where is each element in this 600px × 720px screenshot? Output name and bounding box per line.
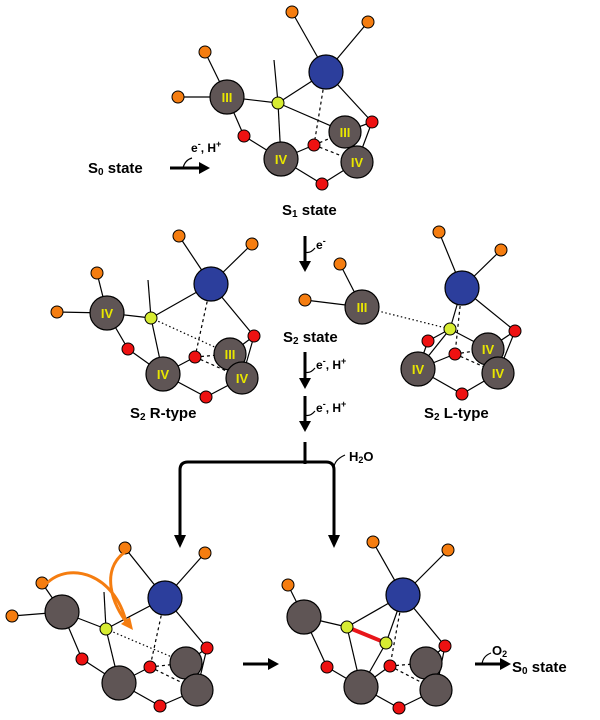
orange-arrowhead <box>121 617 133 630</box>
l-type-mn3-oxidation: IV <box>482 342 495 357</box>
orange-curved-arrow-2 <box>109 550 130 625</box>
s1-mn3-oxidation: IV <box>275 152 288 167</box>
o2-release-arrowhead <box>500 658 511 670</box>
l-type-mn1-oxidation: III <box>357 300 368 315</box>
s1-branch-curl <box>304 247 316 254</box>
s3-branch-curl <box>304 410 316 417</box>
orange-curved-arrow-1 <box>44 571 128 623</box>
r-type-mn1-oxidation: IV <box>101 306 114 321</box>
s2-l-type-label: S2 L-type <box>424 405 489 423</box>
r-type-mn4-oxidation: IV <box>236 371 249 386</box>
water-curl <box>333 454 346 469</box>
s0-state-label: S0 state <box>88 160 143 178</box>
step4-label: e-, H+ <box>316 399 346 415</box>
s4-step-arrowhead <box>268 658 279 670</box>
s1-mn4-oxidation: IV <box>351 155 364 170</box>
oxygen-label: O2 <box>492 643 507 659</box>
s1-mn1-oxidation: III <box>222 90 233 105</box>
r-type-mn2-oxidation: IV <box>157 367 170 382</box>
s0-to-s1-arrowhead <box>199 162 210 174</box>
s2-state-label: S2 state <box>283 329 338 347</box>
s1-to-s2-arrowhead <box>299 261 311 272</box>
s0-branch-curl <box>182 157 193 169</box>
l-type-mn2-oxidation: IV <box>412 362 425 377</box>
final-s0-state-label: S0 state <box>512 659 567 677</box>
s2-to-s3-arrowhead <box>299 378 311 389</box>
s2-branch-curl <box>304 367 316 374</box>
s4-right-cluster <box>281 535 455 715</box>
water-label: H2O <box>349 449 374 465</box>
branch-right-arrowhead <box>328 535 340 548</box>
s2-l-type-cluster: III IV IV IV <box>298 225 522 401</box>
new-o-o-bond <box>346 625 387 645</box>
r-type-mn3-oxidation: III <box>225 347 236 362</box>
step3-label: e-, H+ <box>316 356 346 372</box>
s2-r-type-label: S2 R-type <box>130 405 196 423</box>
s1-cluster: III III IV IV <box>171 5 379 191</box>
s4-left-cluster <box>5 541 214 713</box>
step1-label: e-, H+ <box>191 139 221 155</box>
branch-bracket <box>178 460 336 538</box>
s1-mn2-oxidation: III <box>340 125 351 140</box>
l-type-mn4-oxidation: IV <box>492 366 505 381</box>
s2-r-type-cluster: IV IV III IV <box>50 229 261 404</box>
branch-left-arrowhead <box>174 535 186 548</box>
step2-label: e- <box>316 236 326 252</box>
s3-to-s4-arrowhead <box>299 421 311 432</box>
s1-state-label: S1 state <box>282 202 337 220</box>
o2-curl <box>481 652 492 665</box>
